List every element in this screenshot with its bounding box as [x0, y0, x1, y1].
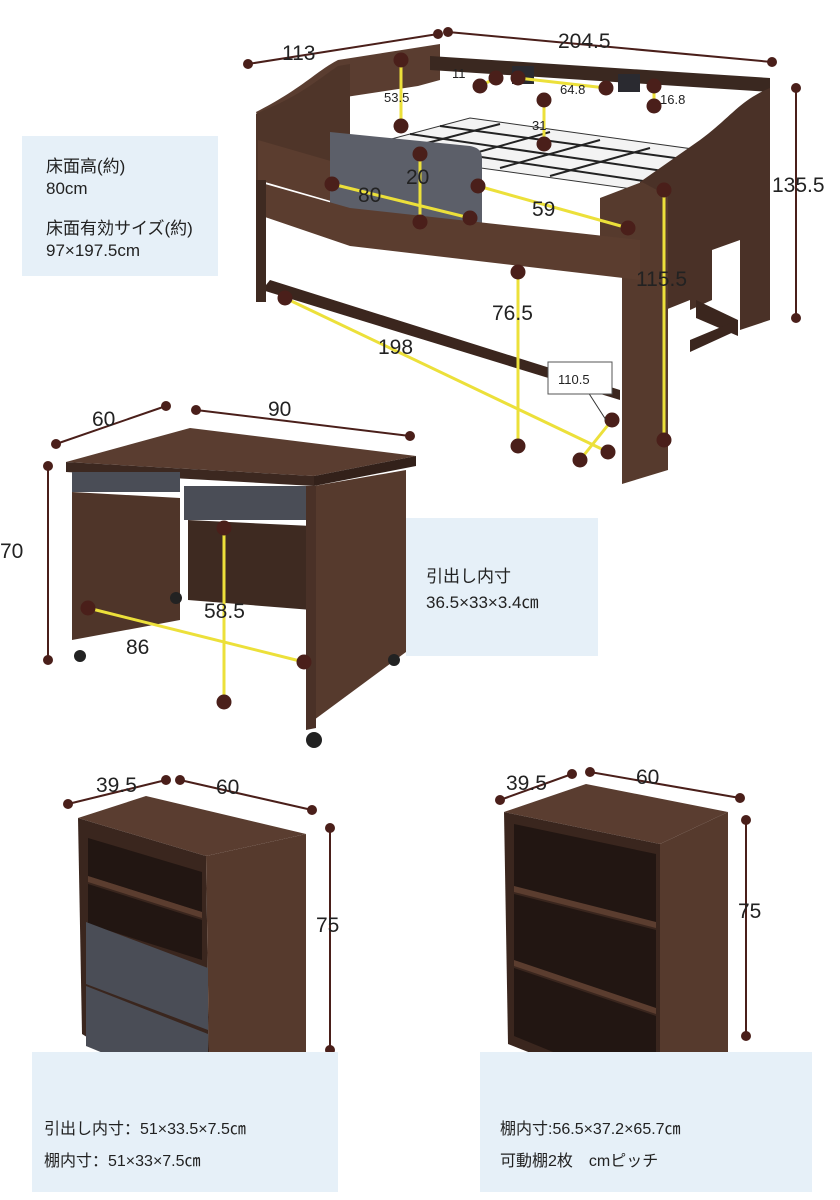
shelf-cabinet-info-line2: 可動棚2枚 cmピッチ: [500, 1153, 659, 1170]
drawer-cabinet-info-panel: 引出し内寸：51×33.5×7.5㎝ 棚内寸：51×33×7.5㎝: [32, 1052, 338, 1192]
shelf-cabinet-dimension-lines: [495, 767, 751, 1041]
drawer-cabinet-info-line2: 棚内寸：51×33×7.5㎝: [44, 1153, 201, 1170]
bed-ladder-height-label: 115.5: [636, 268, 687, 291]
bed-dimension-lines: [243, 27, 801, 468]
bed-height-label: 135.5: [772, 174, 825, 197]
shelf-cabinet-depth-label: 39.5: [506, 772, 547, 795]
desk-drawer-label: 引出し内寸: [426, 567, 511, 586]
shelf-cabinet-dimension-labels: 39.5 60 75: [506, 766, 761, 923]
shelf-cabinet-info-panel: 棚内寸:56.5×37.2×65.7㎝ 可動棚2枚 cmピッチ: [480, 1052, 812, 1192]
bed-guard-height-label: 20: [406, 166, 429, 189]
desk-dimension-lines: [43, 401, 415, 710]
bed-shelf-front-label: 31: [532, 118, 546, 133]
bed-info-panel: 床面高(約) 80cm 床面有効サイズ(約) 97×197.5cm: [22, 136, 218, 276]
drawer-cabinet-height-label: 75: [316, 914, 339, 937]
bed-depth-label: 113: [282, 42, 315, 65]
drawer-cabinet-info-line1: 引出し内寸：51×33.5×7.5㎝: [44, 1121, 246, 1138]
desk-depth-label: 60: [92, 408, 115, 431]
shelf-cabinet-info-line1: 棚内寸:56.5×37.2×65.7㎝: [500, 1121, 681, 1138]
bed-foot-label: 110.5: [558, 372, 590, 387]
bed-guard-width-label: 80: [358, 184, 381, 207]
drawer-cabinet-dimension-labels: 39.5 60 75: [96, 774, 339, 937]
desk-drawer-value: 36.5×33×3.4㎝: [426, 593, 539, 612]
shelf-cabinet-width-label: 60: [636, 766, 659, 789]
bed-length-label: 198: [378, 336, 413, 359]
desk-knee-height-label: 58.5: [204, 600, 245, 623]
loft-bed-illustration: [256, 44, 770, 484]
desk-info-panel: 引出し内寸 36.5×33×3.4㎝: [406, 518, 598, 656]
bed-shelf-depth-label: 11: [452, 66, 466, 81]
shelf-cabinet-illustration: [504, 784, 728, 1104]
bed-width-label: 204.5: [558, 30, 611, 53]
bed-floor-size-value: 97×197.5cm: [46, 241, 141, 260]
bed-floor-height-label: 床面高(約): [46, 157, 126, 176]
desk-illustration: [66, 428, 416, 748]
bed-shelf-width-label: 64.8: [560, 82, 585, 97]
shelf-cabinet-height-label: 75: [738, 900, 761, 923]
bed-floor-height-value: 80cm: [46, 179, 88, 198]
drawer-cabinet-illustration: [78, 796, 306, 1114]
bed-inner-width-label: 59: [532, 198, 555, 221]
bed-shelf-side-label: 16.8: [660, 92, 685, 107]
desk-width-label: 90: [268, 398, 291, 421]
drawer-cabinet-width-label: 60: [216, 776, 239, 799]
bed-floor-size-label: 床面有効サイズ(約): [46, 219, 193, 238]
drawer-cabinet-dimension-lines: [63, 775, 335, 1055]
desk-knee-width-label: 86: [126, 636, 149, 659]
drawer-cabinet-depth-label: 39.5: [96, 774, 137, 797]
bed-shelf-height-label: 53.5: [384, 90, 409, 105]
bed-dimension-labels: 113 204.5 135.5 53.5 11 64.8 16.8 31 20 …: [282, 30, 825, 387]
desk-height-label: 70: [0, 540, 23, 563]
bed-under-height-label: 76.5: [492, 302, 533, 325]
desk-dimension-labels: 60 90 70 58.5 86: [0, 398, 291, 659]
